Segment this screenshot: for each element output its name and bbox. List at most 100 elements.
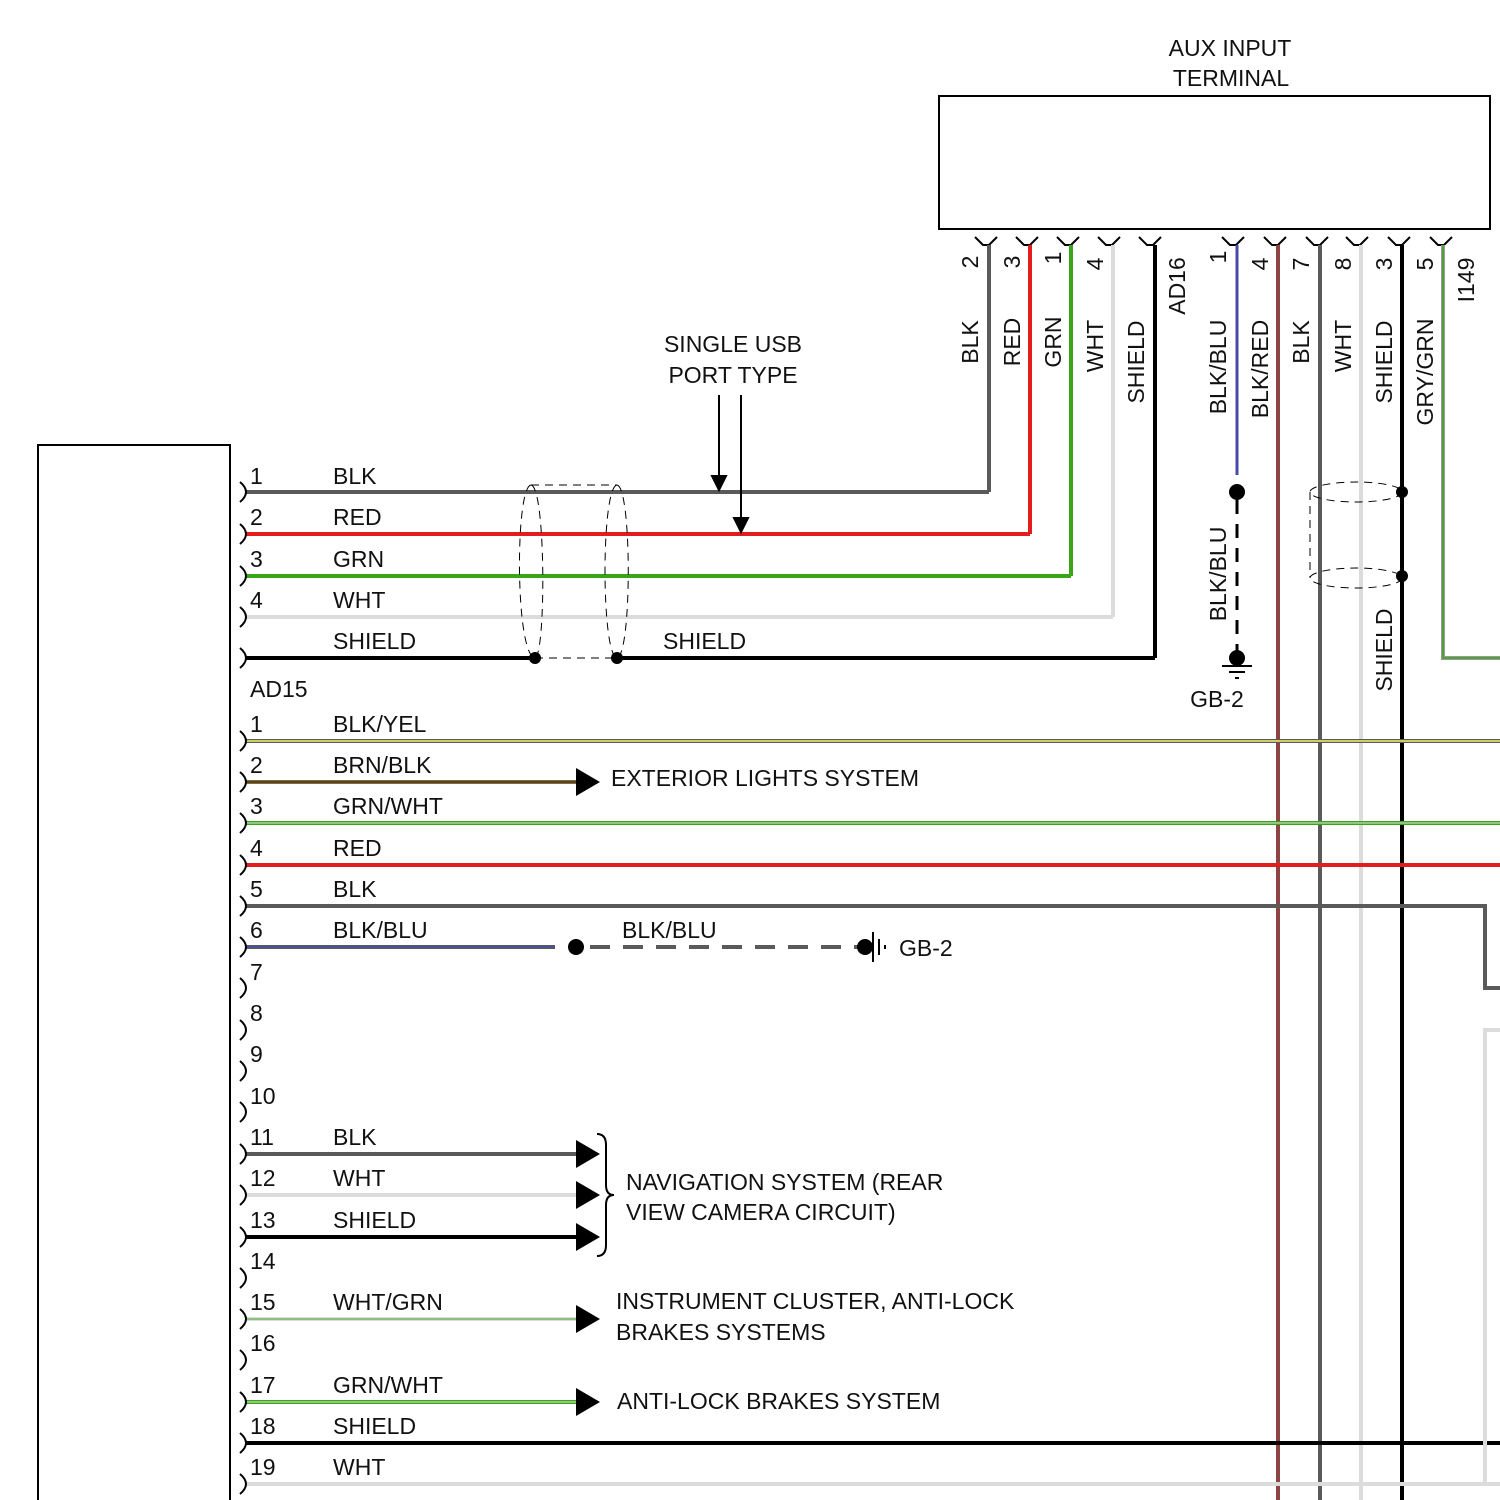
ad15-pin-6: 6 — [250, 917, 263, 943]
ad15-wire-18: SHIELD — [333, 1413, 416, 1439]
usb-pin-2: 2 — [250, 504, 263, 530]
ad15-blk-blu-splice — [568, 939, 584, 955]
i149-ground-wire-label: BLK/BLU — [1205, 527, 1231, 622]
aux-terminal-title-line2: TERMINAL — [1173, 65, 1290, 91]
ad16-wire-red: RED — [999, 318, 1025, 367]
ad16-pin-2: 2 — [957, 256, 983, 269]
gb2-ground-dot-horizontal — [857, 939, 873, 955]
ad15-wire-11: BLK — [333, 1124, 377, 1150]
i149-wire-blk-red: BLK/RED — [1247, 320, 1273, 418]
ad16-wire-wht: WHT — [1082, 320, 1108, 372]
i149-pin-4: 4 — [1247, 257, 1273, 270]
usb-shield-cylinders — [519, 485, 628, 658]
ad15-pin-7: 7 — [250, 959, 263, 985]
i149-pin-3: 3 — [1371, 258, 1397, 271]
usb-pin-4: 4 — [250, 587, 263, 613]
usb-wire-2: RED — [333, 504, 382, 530]
cluster-label-line1: INSTRUMENT CLUSTER, ANTI-LOCK — [616, 1288, 1015, 1314]
usb-wire-4: WHT — [333, 587, 385, 613]
i149-pin-8: 8 — [1330, 258, 1356, 271]
ad15-pin-5: 5 — [250, 876, 263, 902]
ground-icon-horizontal — [873, 932, 885, 962]
arrow-abs-icon — [576, 1388, 600, 1416]
ad16-pin-1: 1 — [1040, 252, 1066, 265]
ad15-pin-12: 12 — [250, 1165, 276, 1191]
ad16-wire-grn: GRN — [1040, 316, 1066, 367]
abs-label: ANTI-LOCK BRAKES SYSTEM — [617, 1388, 940, 1414]
ad15-wire-13: SHIELD — [333, 1207, 416, 1233]
ad15-ground-wire-label: BLK/BLU — [622, 917, 717, 943]
i149-wire-blk: BLK — [1288, 320, 1314, 364]
ad15-wire-1: BLK/YEL — [333, 711, 427, 737]
i149-connector-label: I149 — [1453, 258, 1479, 303]
ground-icon-vertical — [1222, 666, 1252, 678]
usb-note-line1: SINGLE USB — [664, 331, 802, 357]
ad15-pin-17: 17 — [250, 1372, 276, 1398]
navigation-label-line1: NAVIGATION SYSTEM (REAR — [626, 1169, 943, 1195]
ad15-connector-label: AD15 — [250, 676, 308, 702]
i149-shield-cylinder — [1310, 482, 1402, 588]
arrow-nav-12-icon — [576, 1181, 600, 1209]
ad15-wire-15: WHT/GRN — [333, 1289, 443, 1315]
i149-shield-splice-top — [1396, 486, 1408, 498]
aux-terminal-title-line1: AUX INPUT — [1169, 35, 1292, 61]
ad15-pin-10: 10 — [250, 1083, 276, 1109]
cluster-label-line2: BRAKES SYSTEMS — [616, 1319, 826, 1345]
ad15-pin-16: 16 — [250, 1330, 276, 1356]
ad15-pin-4: 4 — [250, 835, 263, 861]
ad15-pin-1: 1 — [250, 711, 263, 737]
i149-shield-label: SHIELD — [1371, 608, 1397, 691]
arrow-exterior-lights-icon — [576, 768, 600, 796]
ad16-wire-blk: BLK — [957, 320, 983, 364]
i149-blk-blu-splice — [1229, 484, 1245, 500]
usb-note-arrows — [712, 395, 748, 532]
usb-wire-3: GRN — [333, 546, 384, 572]
navigation-label-line2: VIEW CAMERA CIRCUIT) — [626, 1199, 896, 1225]
arrow-cluster-icon — [576, 1305, 600, 1333]
ad15-pin-18: 18 — [250, 1413, 276, 1439]
ad16-wire-shield: SHIELD — [1123, 320, 1149, 403]
audio-unit-box — [38, 445, 230, 1500]
ad15-wire-4: RED — [333, 835, 382, 861]
ad15-pin-13: 13 — [250, 1207, 276, 1233]
ad15-pin-11: 11 — [250, 1124, 274, 1150]
usb-shield-splice-right — [611, 652, 623, 664]
usb-shield-label: SHIELD — [663, 628, 746, 654]
ad15-pin-9: 9 — [250, 1041, 263, 1067]
gb2-ground-label-vertical: GB-2 — [1190, 686, 1244, 712]
i149-pin-1: 1 — [1205, 251, 1231, 264]
ad15-wire-12: WHT — [333, 1165, 385, 1191]
i149-wire-shield: SHIELD — [1371, 320, 1397, 403]
ad16-pin-3: 3 — [999, 256, 1025, 269]
arrow-nav-11-icon — [576, 1140, 600, 1168]
usb-wire-shield: SHIELD — [333, 628, 416, 654]
ad15-pin-15: 15 — [250, 1289, 276, 1315]
ad15-pin-14: 14 — [250, 1248, 276, 1274]
usb-pin-1: 1 — [250, 463, 263, 489]
usb-wire-1: BLK — [333, 463, 377, 489]
usb-pin-3: 3 — [250, 546, 263, 572]
i149-pin-5: 5 — [1412, 258, 1438, 271]
ad15-pin-3: 3 — [250, 793, 263, 819]
usb-pin-brackets — [240, 482, 246, 668]
i149-wire-blk-blu: BLK/BLU — [1205, 320, 1231, 415]
aux-vertical-wires — [989, 245, 1500, 1500]
exterior-lights-label: EXTERIOR LIGHTS SYSTEM — [611, 765, 919, 791]
ad15-wire-2: BRN/BLK — [333, 752, 432, 778]
ad15-wire-17: GRN/WHT — [333, 1372, 443, 1398]
gb2-ground-dot-vertical — [1229, 650, 1245, 666]
ad15-pin-brackets — [240, 731, 246, 1494]
aux-input-terminal-box — [939, 96, 1490, 229]
usb-shield-splice-left — [529, 652, 541, 664]
arrow-nav-13-icon — [576, 1223, 600, 1251]
i149-wire-gry-grn: GRY/GRN — [1412, 319, 1438, 426]
i149-shield-splice-bottom — [1396, 570, 1408, 582]
i149-pin-7: 7 — [1288, 258, 1314, 271]
usb-note-line2: PORT TYPE — [668, 362, 797, 388]
ad15-wire-19: WHT — [333, 1454, 385, 1480]
ad15-pin-2: 2 — [250, 752, 263, 778]
ad16-pin-4: 4 — [1082, 257, 1108, 270]
ad15-wire-6: BLK/BLU — [333, 917, 428, 943]
ad15-pin-8: 8 — [250, 1000, 263, 1026]
